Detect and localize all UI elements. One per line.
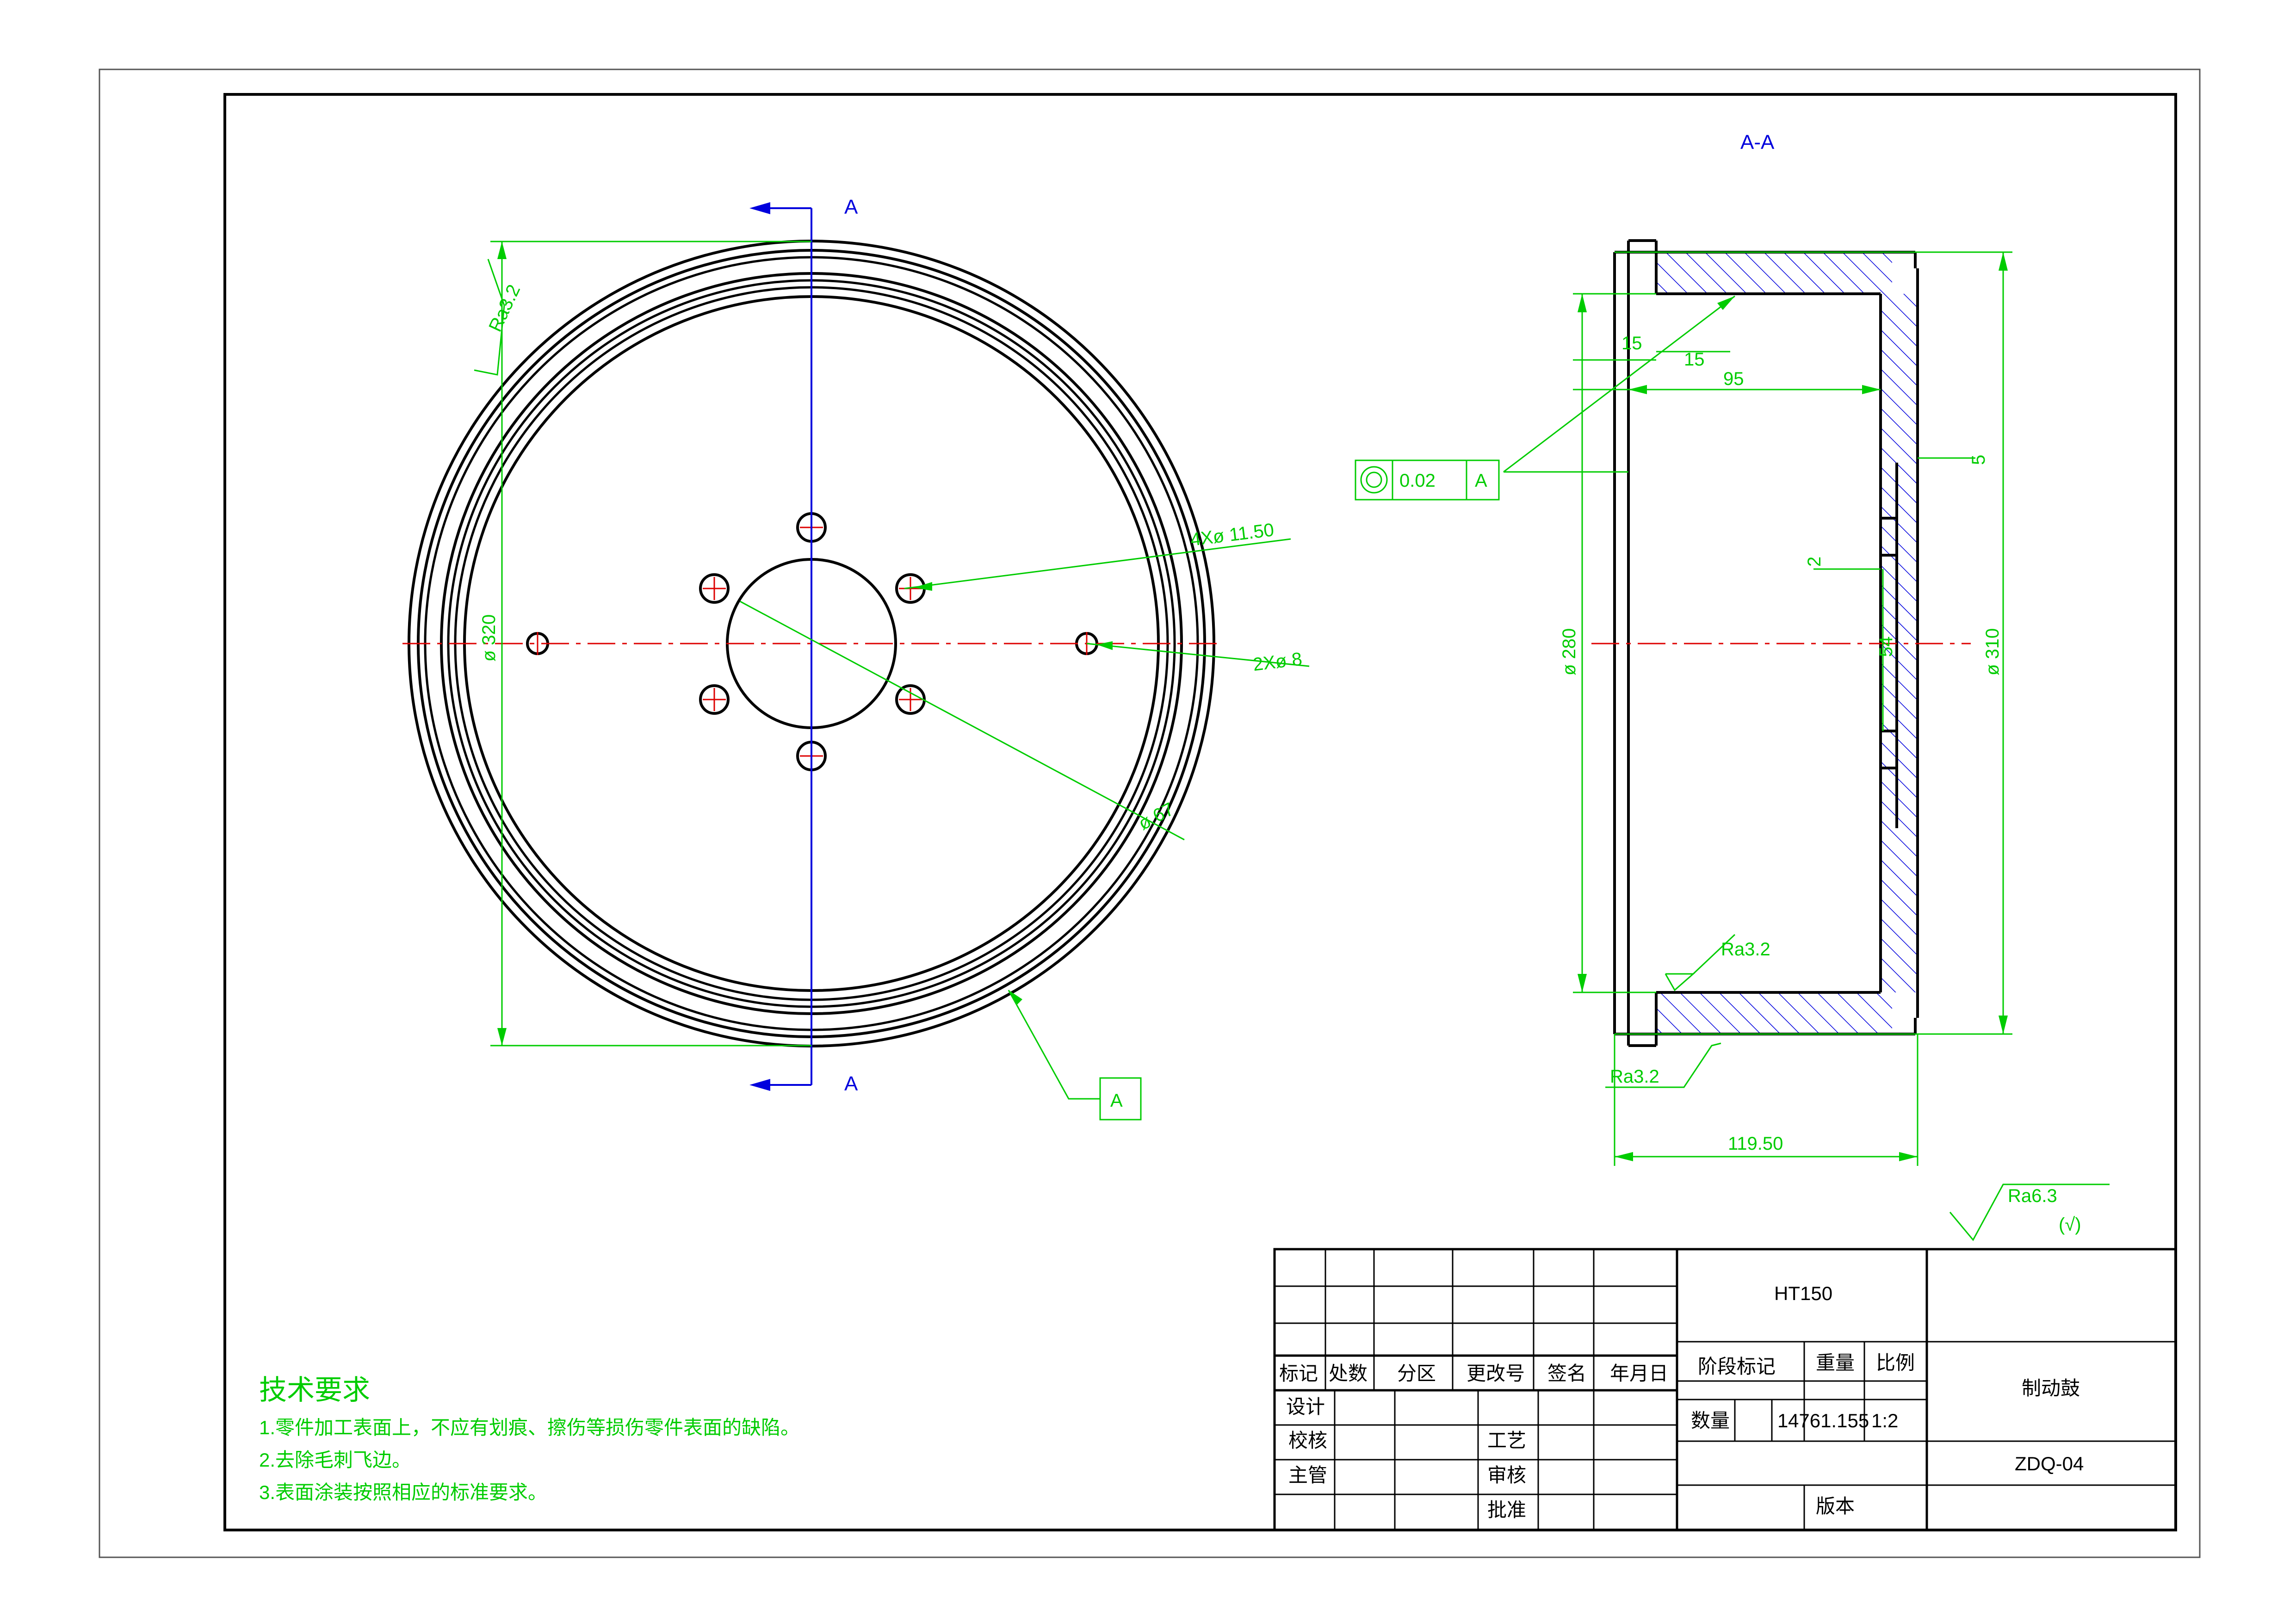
datum-label: A <box>1110 1090 1123 1111</box>
dim-bolt-holes: 4Xø 11.50 <box>1189 520 1275 550</box>
tech-title: 技术要求 <box>259 1375 370 1406</box>
dim-15a: 15 <box>1621 333 1642 353</box>
dim-outer-diameter: ø 320 <box>479 614 499 662</box>
roughness-face: Ra3.2 <box>1610 1066 1659 1087</box>
general-roughness: Ra6.3 (√) <box>1949 1183 2110 1241</box>
svg-text:主管: 主管 <box>1288 1464 1327 1486</box>
svg-text:签名: 签名 <box>1547 1363 1586 1384</box>
tech-item-2: 2.去除毛刺飞边。 <box>259 1449 411 1471</box>
tech-requirements: 技术要求 1.零件加工表面上，不应有划痕、擦伤等损伤零件表面的缺陷。 2.去除毛… <box>259 1375 800 1503</box>
svg-text:校核: 校核 <box>1288 1430 1327 1451</box>
svg-text:1:2: 1:2 <box>1871 1410 1898 1431</box>
tech-item-3: 3.表面涂装按照相应的标准要求。 <box>259 1481 547 1503</box>
dim-2: 2 <box>1804 557 1825 567</box>
material: HT150 <box>1774 1282 1832 1304</box>
tolerance-frame: 0.02 A <box>1355 459 1500 501</box>
svg-text:标记: 标记 <box>1279 1363 1318 1384</box>
outer-border <box>99 68 2201 1558</box>
datum-box <box>1099 1077 1142 1121</box>
svg-text:设计: 设计 <box>1286 1396 1325 1418</box>
svg-text:重量: 重量 <box>1816 1352 1855 1374</box>
svg-text:0.02: 0.02 <box>1399 471 1436 491</box>
svg-text:1: 1 <box>1777 1410 1788 1431</box>
svg-text:A: A <box>1475 471 1487 491</box>
bolt-hole <box>699 684 730 715</box>
svg-text:(√): (√) <box>2059 1214 2081 1235</box>
svg-text:Ra6.3: Ra6.3 <box>2008 1186 2057 1206</box>
svg-text:4761.155: 4761.155 <box>1788 1410 1869 1431</box>
dim-pin-holes: 2Xø 8 <box>1252 649 1303 675</box>
dim-od: ø 310 <box>1982 628 2003 675</box>
svg-text:工艺: 工艺 <box>1487 1430 1526 1451</box>
drawing-no: ZDQ-04 <box>2015 1453 2084 1474</box>
svg-text:处数: 处数 <box>1329 1363 1368 1384</box>
section-title: A-A <box>1740 131 1775 154</box>
tech-item-1: 1.零件加工表面上，不应有划痕、擦伤等损伤零件表面的缺陷。 <box>259 1417 800 1438</box>
svg-text:数量: 数量 <box>1691 1410 1730 1431</box>
dim-5: 5 <box>1968 455 1989 465</box>
concentricity-icon <box>1360 466 1388 494</box>
section-mark-top: A <box>844 196 858 218</box>
dim-bore: ø 280 <box>1559 628 1579 675</box>
title-block <box>1273 1248 2177 1531</box>
dim-54: 54 <box>1876 637 1896 657</box>
svg-text:版本: 版本 <box>1816 1495 1855 1517</box>
part-name: 制动鼓 <box>2022 1377 2080 1399</box>
inner-frame <box>223 93 2177 1531</box>
svg-text:更改号: 更改号 <box>1467 1363 1525 1384</box>
section-mark-bottom: A <box>844 1072 858 1095</box>
section-view: A-A <box>1355 131 2012 1166</box>
title-block-text: HT150 制动鼓 ZDQ-04 标记 处数 分区 更改号 签名 年月日 阶段标… <box>1279 1282 2084 1521</box>
svg-text:阶段标记: 阶段标记 <box>1698 1356 1776 1377</box>
svg-text:分区: 分区 <box>1397 1363 1436 1384</box>
bolt-hole <box>699 573 730 604</box>
dim-roughness-rim: Ra3.2 <box>485 281 524 335</box>
svg-text:比例: 比例 <box>1876 1352 1915 1374</box>
svg-text:审核: 审核 <box>1487 1464 1526 1486</box>
front-view: A A ø 320 Ra3.2 4Xø 11.50 2Xø 8 ø 67 A <box>402 196 1310 1121</box>
svg-text:批准: 批准 <box>1487 1499 1526 1521</box>
dim-15b: 15 <box>1684 349 1705 370</box>
dim-95: 95 <box>1723 369 1744 389</box>
svg-text:年月日: 年月日 <box>1610 1363 1668 1384</box>
roughness-inner: Ra3.2 <box>1721 939 1770 960</box>
dim-width: 119.50 <box>1728 1134 1783 1154</box>
